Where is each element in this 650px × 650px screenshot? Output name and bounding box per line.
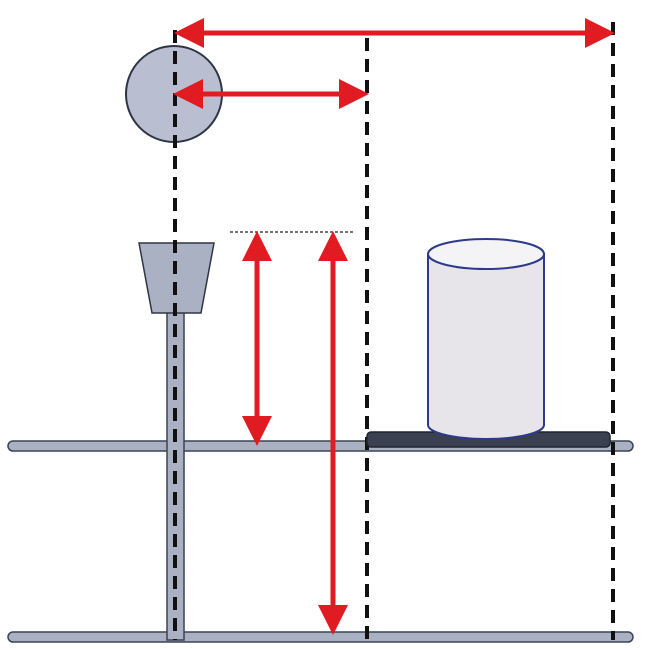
lower-shelf-bar [7, 631, 634, 643]
cylinder-top [427, 238, 545, 270]
funnel-icon [138, 242, 215, 314]
cylinder-container-icon [427, 238, 545, 440]
cylinder-body [427, 253, 545, 440]
